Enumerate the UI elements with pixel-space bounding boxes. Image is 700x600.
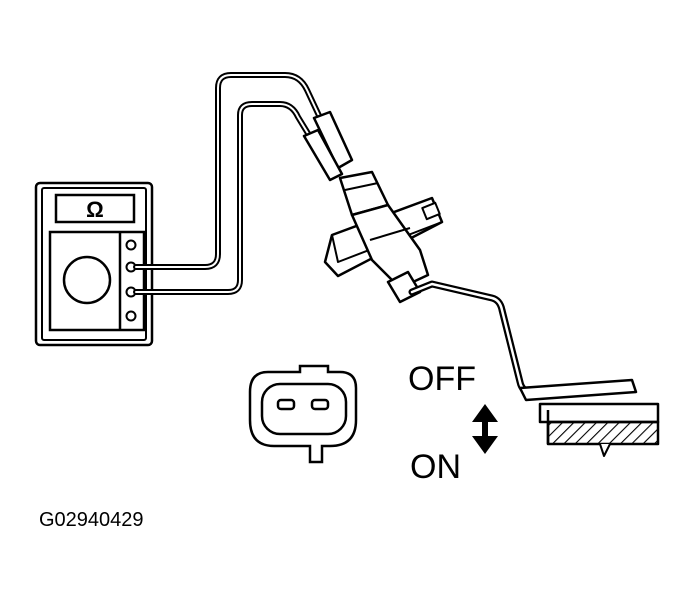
- label-off: OFF: [408, 360, 476, 398]
- label-on: ON: [410, 448, 461, 486]
- ohm-symbol: Ω: [86, 197, 104, 222]
- test-leads: [133, 72, 354, 295]
- ohmmeter: Ω: [34, 181, 154, 347]
- sensor-connector-face: [248, 364, 358, 464]
- connector-pin-1: [276, 398, 296, 411]
- float-body: [538, 402, 660, 424]
- float-base: [546, 420, 660, 446]
- ohmmeter-dial-knob[interactable]: [62, 255, 112, 305]
- probe-tip-2: [302, 128, 344, 182]
- ohmmeter-display: [54, 193, 136, 224]
- up-down-arrow-icon: [472, 404, 498, 454]
- connector-inner-shell: [260, 382, 348, 436]
- ohmmeter-terminal-1: [125, 239, 137, 251]
- sensor-body: [350, 203, 430, 290]
- test-lead-lower: [133, 101, 315, 295]
- float-top-plate: [518, 378, 638, 402]
- test-lead-upper: [133, 72, 325, 270]
- float-switch-sensor: [323, 170, 660, 457]
- figure-code: G02940429: [39, 509, 144, 531]
- connector-pin-2: [310, 398, 330, 411]
- ohmmeter-terminal-4: [125, 310, 137, 322]
